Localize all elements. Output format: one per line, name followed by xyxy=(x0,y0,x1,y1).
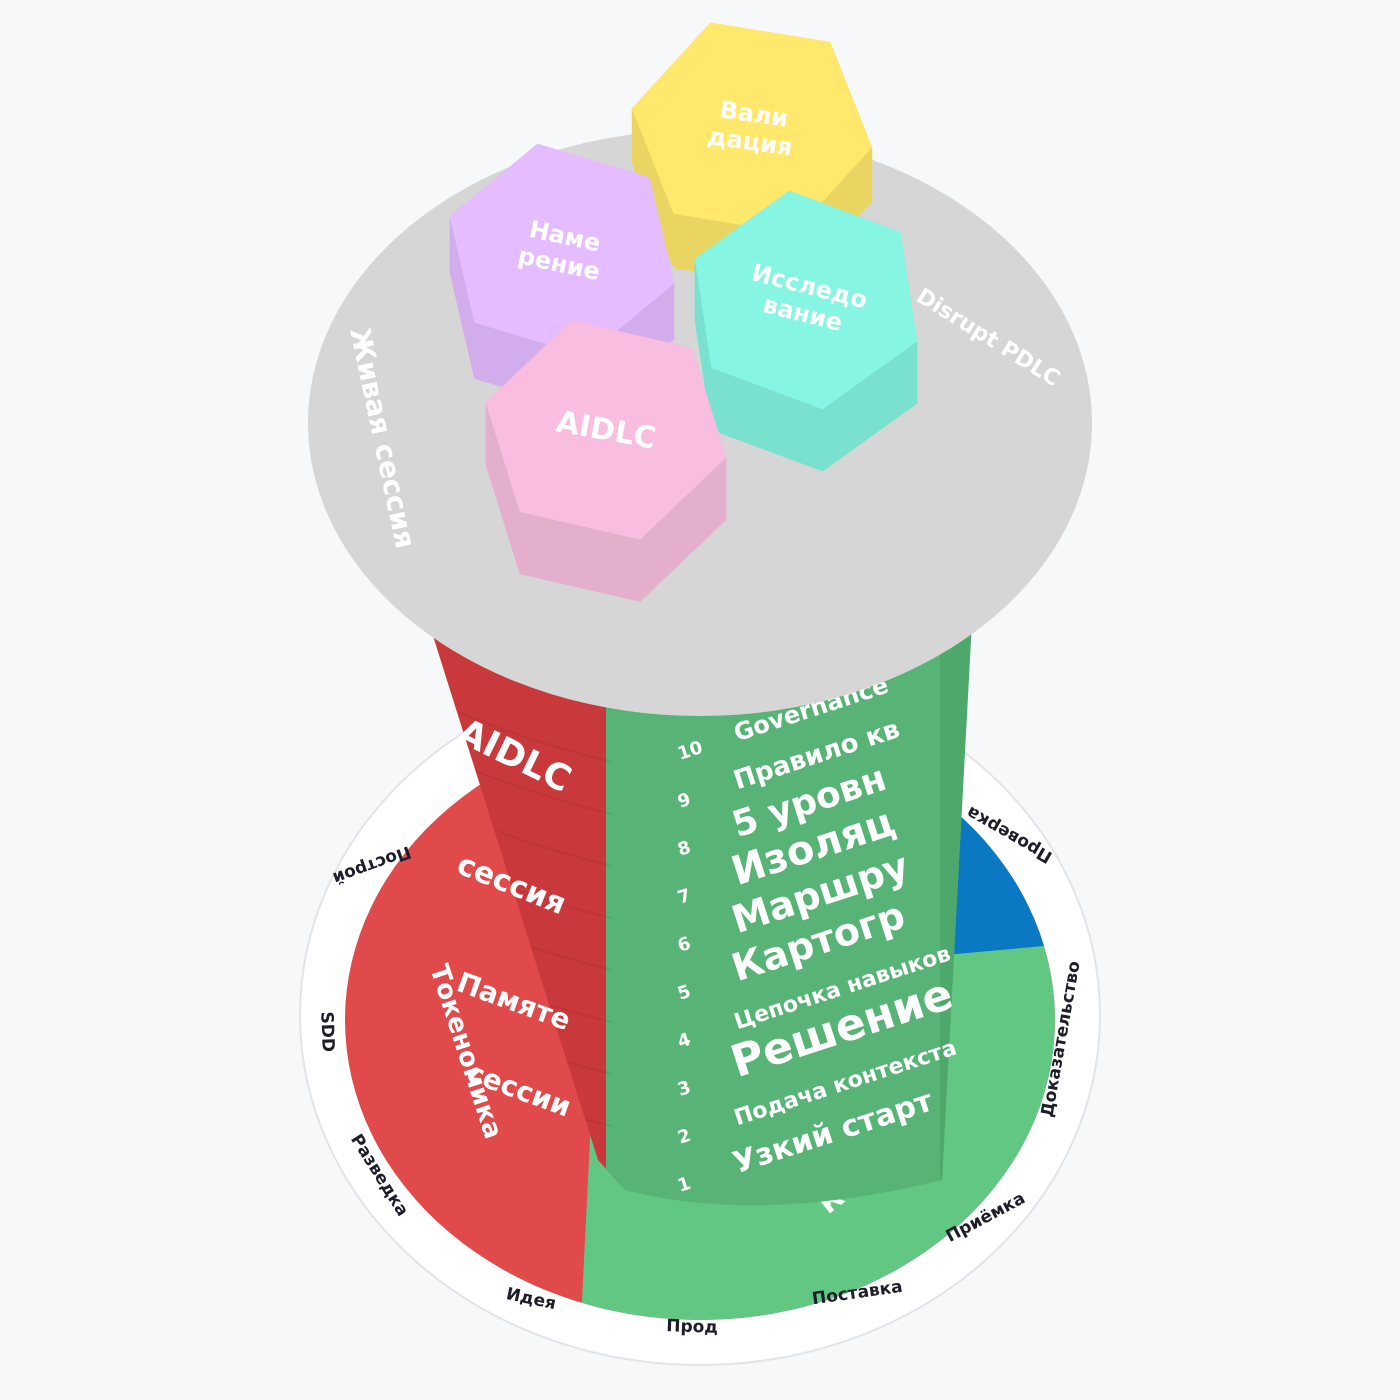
hex-block: AIDLC xyxy=(485,320,727,602)
hex-top xyxy=(485,320,727,540)
hex-side xyxy=(711,367,823,472)
ring-label: Прод xyxy=(666,1316,718,1338)
row-number: 4 xyxy=(675,1029,693,1053)
hex-side xyxy=(519,512,641,602)
hex-top xyxy=(449,143,675,357)
hex-side xyxy=(640,457,727,602)
row-number: 8 xyxy=(675,837,693,861)
row-number: 6 xyxy=(675,933,693,957)
ring-label: SDD xyxy=(316,1011,337,1052)
hex-top xyxy=(694,190,918,410)
hex-side xyxy=(822,341,918,472)
row-number: 9 xyxy=(675,789,693,813)
row-number: 3 xyxy=(675,1077,693,1101)
row-number: 5 xyxy=(675,981,693,1005)
row-number: 2 xyxy=(675,1125,693,1149)
row-number: 7 xyxy=(675,885,693,909)
column-green-side xyxy=(606,620,972,1206)
hex-top xyxy=(631,22,873,234)
row-number: 1 xyxy=(675,1173,693,1197)
